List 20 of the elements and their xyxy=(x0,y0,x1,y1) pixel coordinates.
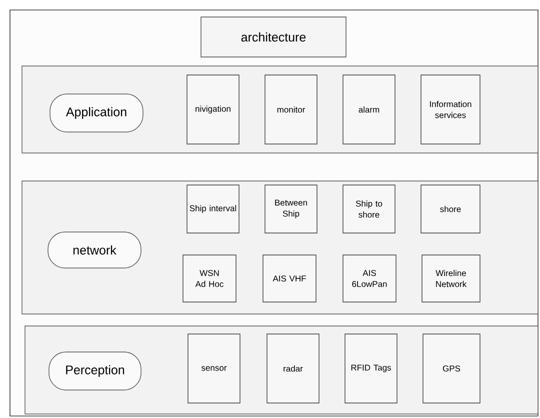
component-box: sensor xyxy=(188,334,240,404)
component-box: Ship to shore xyxy=(342,184,396,234)
component-box: shore xyxy=(420,184,480,234)
component-box: Information services xyxy=(420,74,480,144)
layer-label: Application xyxy=(50,94,144,132)
title-box: architecture xyxy=(200,16,346,58)
component-box: alarm xyxy=(342,74,396,144)
layer-label: Perception xyxy=(48,352,142,390)
component-box: AIS 6LowPan xyxy=(342,254,396,302)
component-box: WSN Ad Hoc xyxy=(182,254,236,302)
component-box: RFID Tags xyxy=(344,334,398,404)
component-box: Ship interval xyxy=(186,184,240,234)
component-box: Between Ship xyxy=(264,184,318,234)
layer-label: network xyxy=(48,232,142,268)
component-box: monitor xyxy=(264,74,318,144)
component-box: GPS xyxy=(422,334,480,404)
component-box: Wireline Network xyxy=(422,254,480,302)
component-box: radar xyxy=(266,334,320,404)
component-box: nivigation xyxy=(186,74,240,144)
component-box: AIS VHF xyxy=(262,254,316,302)
